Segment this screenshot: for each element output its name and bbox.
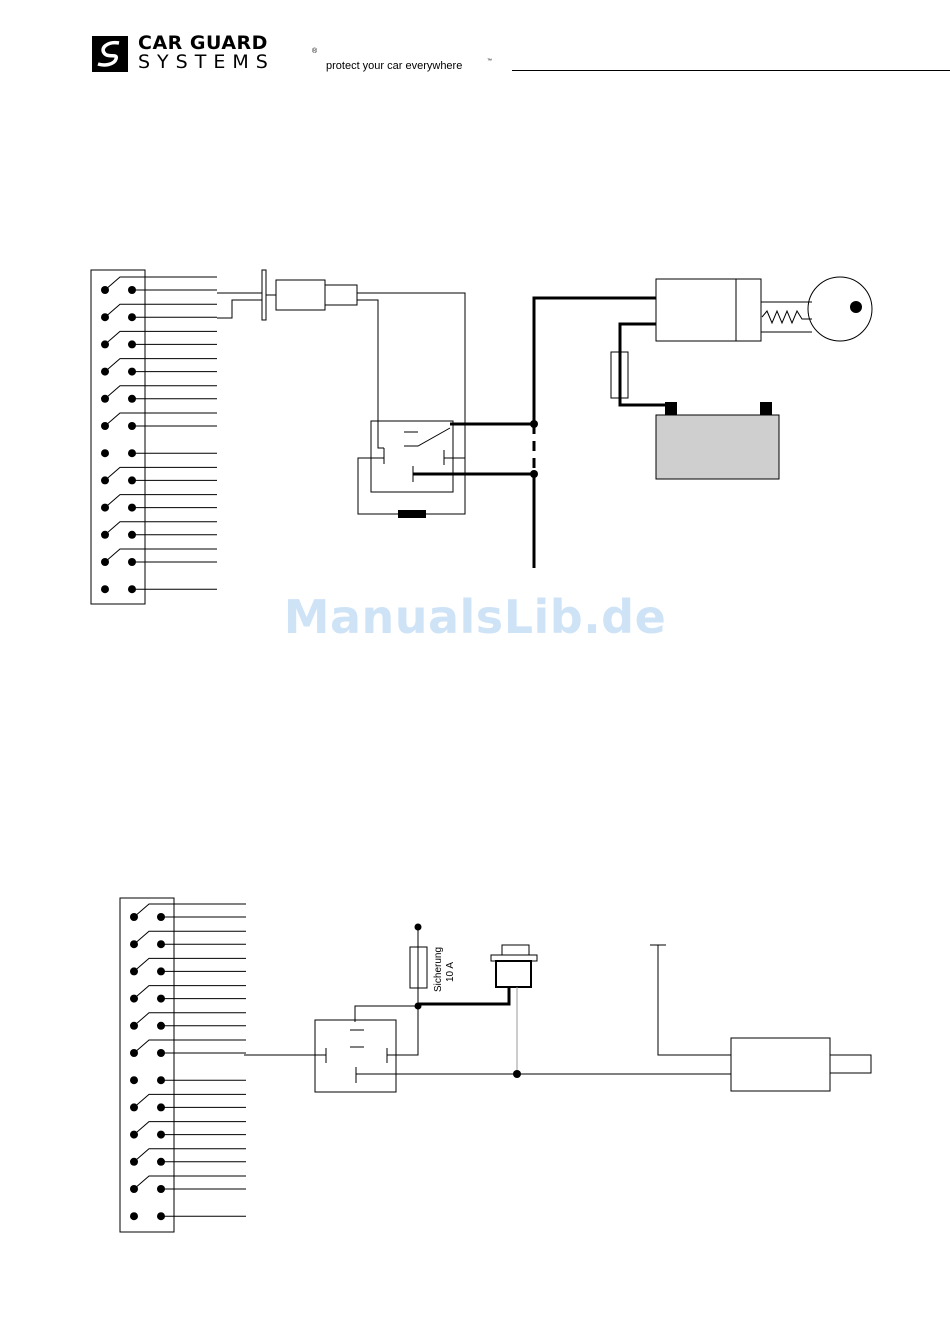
top-junction-upper xyxy=(530,420,538,428)
ignition-switch-cap xyxy=(736,279,761,341)
top-connector-switch-wire xyxy=(105,522,217,535)
battery-body xyxy=(656,415,779,479)
bottom-connector-switch-wire xyxy=(134,1094,246,1107)
battery-terminal-right xyxy=(760,402,772,415)
top-wiring-diagram xyxy=(91,270,872,604)
top-connector-switch-wire xyxy=(105,413,217,426)
bottom-main-junction xyxy=(513,1070,521,1078)
top-connector-switch-wire xyxy=(105,495,217,508)
bottom-actuator-shaft xyxy=(830,1055,871,1073)
top-connector-switch-wire xyxy=(105,359,217,372)
top-connector-switch-wire xyxy=(105,467,217,480)
battery-terminal-left xyxy=(665,402,677,415)
top-connector-switch-wire xyxy=(105,386,217,399)
fuse-label-line1: Sicherung xyxy=(433,947,444,992)
bottom-connector-switch-wire xyxy=(134,986,246,999)
key-shaft xyxy=(761,302,812,332)
bottom-connector-pin-left xyxy=(130,1212,138,1220)
top-connector-block xyxy=(91,270,145,604)
bottom-connector-switch-wire xyxy=(134,1122,246,1135)
top-connector-switch-wire xyxy=(105,304,217,317)
bottom-wiring-diagram: Sicherung 10 A xyxy=(120,898,871,1232)
top-connector-wires xyxy=(105,277,217,589)
bottom-actuator-body xyxy=(731,1038,830,1091)
top-plug-wire-b xyxy=(217,300,262,318)
top-connector-switch-wire xyxy=(105,331,217,344)
top-connector-pin-left xyxy=(101,449,109,457)
top-plug-wire-out1 xyxy=(357,293,465,458)
watermark: ManualsLib.de xyxy=(0,590,950,644)
key-hole xyxy=(850,301,862,313)
fuse-label-line2: 10 A xyxy=(445,962,456,982)
top-relay-contact-right xyxy=(444,450,447,465)
bottom-connector-wires xyxy=(134,904,246,1216)
bottom-supply-dot xyxy=(415,924,422,931)
top-relay-coil-loop xyxy=(358,458,465,514)
top-connector-switch-wire xyxy=(105,549,217,562)
bottom-connector-switch-wire xyxy=(134,1040,246,1053)
bottom-connector-switch-wire xyxy=(134,1013,246,1026)
bottom-relay-feed-wire xyxy=(387,1006,418,1055)
key-spring xyxy=(762,311,812,323)
top-relay-resistor xyxy=(398,510,426,518)
top-plug-body xyxy=(276,280,325,310)
bottom-connector-switch-wire xyxy=(134,958,246,971)
top-plug-flange xyxy=(262,270,266,320)
bottom-switch-wire xyxy=(418,987,509,1004)
bottom-switch-body xyxy=(496,961,531,987)
top-plug-tip xyxy=(325,285,357,305)
bottom-switch-cap xyxy=(502,945,529,955)
bottom-connector-block xyxy=(120,898,174,1232)
bottom-connector-switch-wire xyxy=(134,1176,246,1189)
key-head-icon xyxy=(808,277,872,341)
bottom-connector-switch-wire xyxy=(134,904,246,917)
bottom-ground-stub xyxy=(650,945,731,1055)
ignition-switch-body xyxy=(656,279,736,341)
top-connector-switch-wire xyxy=(105,277,217,290)
bottom-connector-switch-wire xyxy=(134,1149,246,1162)
top-relay-switch-blade xyxy=(404,428,450,446)
bottom-connector-pin-left xyxy=(130,1076,138,1084)
top-junction-lower xyxy=(530,470,538,478)
bottom-connector-switch-wire xyxy=(134,931,246,944)
